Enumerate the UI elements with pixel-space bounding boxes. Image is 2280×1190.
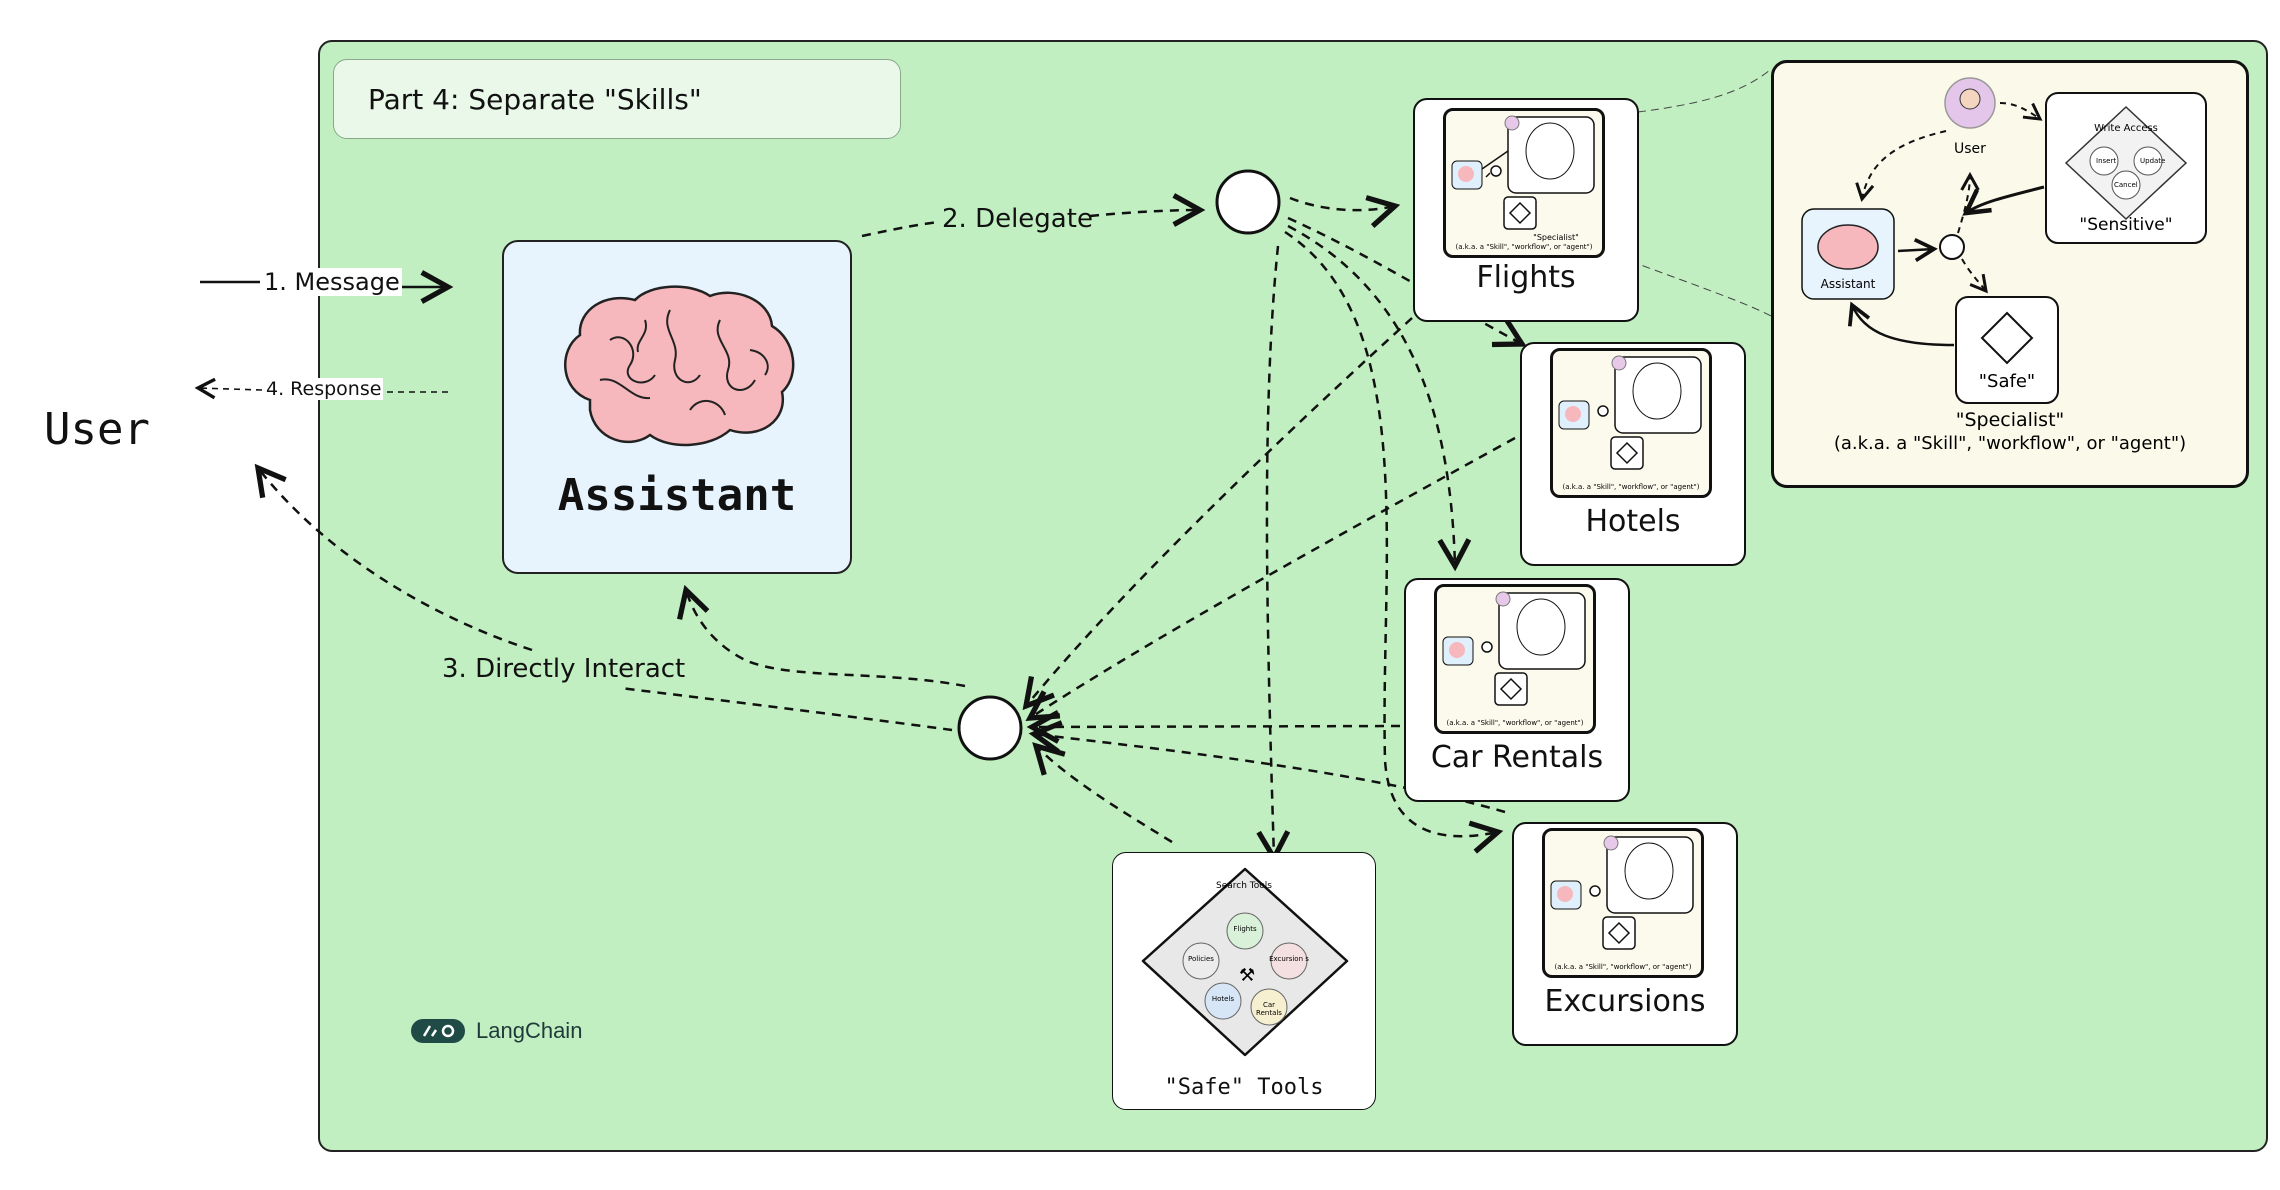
skill-label-excursions: Excursions [1544,984,1706,1019]
message-arrow [200,282,448,287]
detail-assistant-label: Assistant [1820,277,1876,291]
specialist-mini-diagram [1442,591,1586,706]
safe-tools-card[interactable]: Search Tools Flights Policies Excursion … [1112,852,1376,1110]
hotels-to-return [1025,436,1516,721]
brain-icon [564,285,795,447]
specialist-thumbnail: (a.k.a. a "Skill", "workflow", or "agent… [1434,584,1596,734]
safe-tools-header: Search Tools [1216,881,1272,891]
edge-label-response: 4. Response [264,378,384,400]
callout-line-top [1637,69,1771,113]
assistant-card: Assistant [502,240,852,574]
detail-sensitive-label: "Sensitive" [2079,215,2173,235]
specialist-detail: User Write Access Insert Update Cancel "… [1771,60,2249,488]
safe-tools-to-return [1032,742,1173,844]
skill-label-flights: Flights [1476,260,1576,295]
detail-specialist-label: "Specialist" [1955,409,2065,431]
mini-aka: (a.k.a. a "Skill", "workflow", or "agent… [1446,719,1584,727]
safe-tool-flights: Flights [1233,925,1257,933]
specialist-mini-diagram [1550,835,1694,950]
router-to-flights [1289,195,1401,229]
edge-label-delegate: 2. Delegate [942,204,1093,234]
skill-label-hotels: Hotels [1585,504,1681,539]
safe-tools-diagram [1141,867,1349,1057]
safe-tools-label: "Safe" Tools [1164,1075,1324,1100]
skill-card-excursions[interactable]: (a.k.a. a "Skill", "workflow", or "agent… [1512,822,1738,1046]
user-label: User [44,404,150,455]
router-node [1215,169,1281,235]
delegate-arrow [861,210,1200,236]
router-to-safe-tools [1256,245,1291,864]
write-item-cancel: Cancel [2114,181,2138,189]
write-item-insert: Insert [2096,157,2117,165]
flights-to-return [1022,317,1413,711]
skill-card-hotels[interactable]: (a.k.a. a "Skill", "workflow", or "agent… [1520,342,1746,566]
response-arrow [198,388,448,392]
langchain-logo: LangChain [410,1018,582,1044]
specialist-mini-diagram [1558,355,1702,470]
assistant-label: Assistant [557,470,797,521]
detail-safe-label: "Safe" [1978,371,2036,392]
router-to-cars [1287,224,1472,572]
cars-to-return [1026,710,1401,744]
write-item-update: Update [2140,157,2166,165]
langchain-icon [411,1019,465,1043]
tools-icon: ⚒ [1239,965,1256,986]
return-to-assistant [677,584,966,688]
router-to-hotels [1287,216,1527,348]
return-node [957,695,1023,761]
specialist-mini-diagram [1451,115,1595,230]
diagram-title: Part 4: Separate "Skills" [333,59,901,139]
safe-tool-hotels: Hotels [1211,995,1235,1003]
detail-specialist-aka: (a.k.a. a "Skill", "workflow", or "agent… [1833,433,2187,454]
safe-tool-excursions: Excursion s [1269,955,1309,963]
mini-specialist: "Specialist" [1533,233,1579,242]
mini-aka: (a.k.a. a "Skill", "workflow", or "agent… [1455,243,1593,251]
specialist-thumbnail: "Specialist" (a.k.a. a "Skill", "workflo… [1443,108,1605,258]
safe-tool-policies: Policies [1188,955,1214,963]
return-to-user [258,468,953,732]
detail-user-label: User [1954,141,1986,157]
mini-aka: (a.k.a. a "Skill", "workflow", or "agent… [1554,963,1692,971]
diagram-title-text: Part 4: Separate "Skills" [368,82,702,116]
langchain-wordmark: LangChain [476,1018,583,1043]
specialist-detail-diagram [1801,77,2207,404]
edge-label-directly-interact: 3. Directly Interact [442,654,686,684]
detail-write-access: Write Access [2094,123,2158,134]
skill-card-car-rentals[interactable]: (a.k.a. a "Skill", "workflow", or "agent… [1404,578,1630,802]
skill-label-car-rentals: Car Rentals [1430,740,1604,775]
router-to-excursions [1284,230,1504,854]
specialist-thumbnail: (a.k.a. a "Skill", "workflow", or "agent… [1542,828,1704,978]
specialist-thumbnail: (a.k.a. a "Skill", "workflow", or "agent… [1550,348,1712,498]
mini-aka: (a.k.a. a "Skill", "workflow", or "agent… [1562,483,1700,491]
safe-tool-car-rentals: Car Rentals [1256,1001,1282,1017]
skill-card-flights[interactable]: "Specialist" (a.k.a. a "Skill", "workflo… [1413,98,1639,322]
edge-label-message: 1. Message [262,268,402,296]
